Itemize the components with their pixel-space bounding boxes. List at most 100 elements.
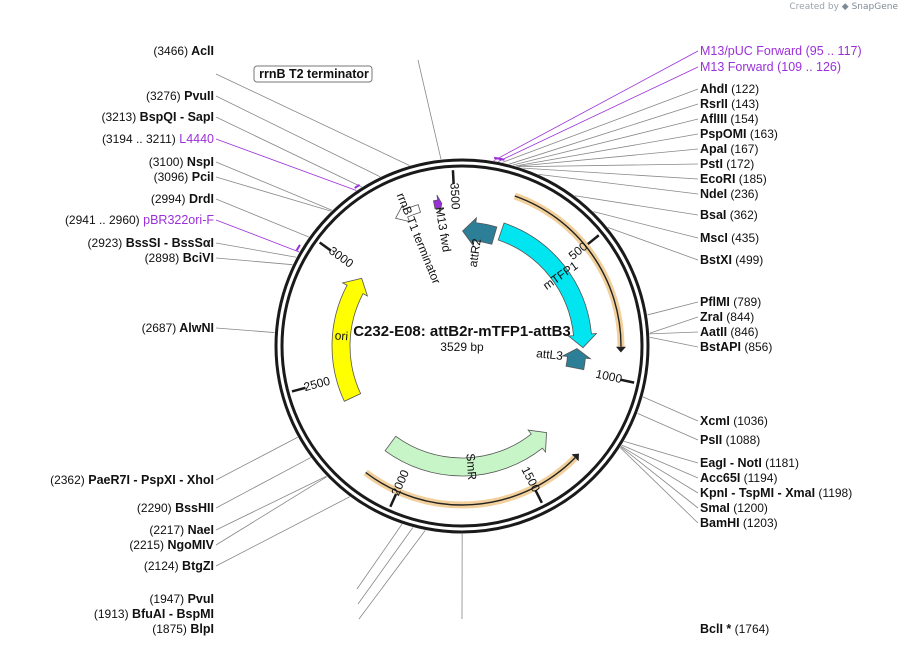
- feature-mtfp1: [497, 222, 598, 349]
- leader-line: [498, 66, 699, 162]
- orf-highlights: [363, 192, 626, 509]
- leader-line: [649, 331, 699, 335]
- site-name: BspQI: [136, 110, 176, 124]
- leader-line: [623, 440, 699, 464]
- primer-binding-mark: [354, 183, 361, 189]
- svg-text:(2687) AlwNI: (2687) AlwNI: [142, 321, 214, 335]
- site-label-paer7i: (2362) PaeR7I - PspXI - XhoI: [50, 473, 214, 487]
- svg-text:(2941 .. 2960) pBR322ori-F: (2941 .. 2960) pBR322ori-F: [65, 213, 214, 227]
- smr-orf-highlight-arrowhead-icon: [571, 453, 580, 462]
- site-position: (2362): [50, 473, 85, 487]
- site-position: (856): [741, 340, 772, 354]
- site-label-bsssi: (2923) BssSI - BssSαI: [88, 236, 214, 250]
- site-name: Acc65I: [700, 471, 740, 485]
- site-name: NspI: [183, 155, 214, 169]
- svg-text:(2215) NgoMIV: (2215) NgoMIV: [129, 538, 214, 552]
- site-position: (789): [730, 295, 761, 309]
- site-position: (2941 .. 2960): [65, 213, 140, 227]
- site-name: DrdI: [186, 192, 214, 206]
- site-position: (109 .. 126): [774, 60, 841, 74]
- site-name: SmaI: [700, 501, 730, 515]
- tick-mark: [291, 386, 306, 393]
- feature-m13-fwd: [432, 194, 443, 213]
- site-position: (122): [728, 82, 759, 96]
- svg-text:(3194 .. 3211) L4440: (3194 .. 3211) L4440: [102, 132, 214, 146]
- site-position: (1947): [149, 592, 184, 606]
- site-name: L4440: [176, 132, 214, 146]
- svg-text:M13/pUC Forward (95 .. 117): M13/pUC Forward (95 .. 117): [700, 44, 862, 58]
- snapgene-credit: Created by ◆ SnapGene: [789, 2, 898, 12]
- svg-text:AhdI (122): AhdI (122): [700, 82, 759, 96]
- site-label-acli: (3466) AclI: [153, 44, 214, 58]
- site-label-naei: (2217) NaeI: [149, 523, 214, 537]
- leader-line: [517, 148, 699, 167]
- site-name: XcmI: [700, 414, 730, 428]
- site-label-aatii: AatII (846): [700, 325, 758, 339]
- leader-line: [417, 59, 442, 160]
- svg-text:BamHI (1203): BamHI (1203): [700, 516, 778, 530]
- site-name: BstAPI: [700, 340, 741, 354]
- leader-line: [215, 161, 333, 211]
- tick-mark: [451, 170, 455, 185]
- site-position: (2923): [88, 236, 123, 250]
- svg-text:(3100) NspI: (3100) NspI: [149, 155, 214, 169]
- leader-line: [215, 242, 297, 258]
- site-label-afliii: AflIII (154): [700, 112, 758, 126]
- svg-text:MscI (435): MscI (435): [700, 231, 759, 245]
- svg-text:ZraI (844): ZraI (844): [700, 310, 754, 324]
- site-position: (2215): [129, 538, 164, 552]
- site-name: pBR322ori-F: [140, 213, 215, 227]
- leader-line: [518, 163, 699, 168]
- leader-line: [358, 530, 426, 620]
- site-position: (2217): [149, 523, 184, 537]
- tick-mark: [620, 378, 635, 384]
- svg-text:(3096) PciI: (3096) PciI: [154, 170, 214, 184]
- site-label-bfuai: (1913) BfuAI - BspMI: [94, 607, 214, 621]
- site-label-bstxi: BstXI (499): [700, 253, 763, 267]
- svg-text:RsrII (143): RsrII (143): [700, 97, 759, 111]
- feature-label-ori: ori: [334, 328, 348, 343]
- site-position: (3194 .. 3211): [102, 132, 176, 146]
- leader-line: [619, 447, 699, 524]
- site-name: BspMI: [177, 607, 215, 621]
- site-label-kpni: KpnI - TspMI - XmaI (1198): [700, 486, 852, 500]
- site-label-ngomiv: (2215) NgoMIV: [129, 538, 214, 552]
- svg-text:AatII (846): AatII (846): [700, 325, 758, 339]
- map-length: 3529 bp: [440, 340, 484, 354]
- leader-line: [620, 446, 699, 509]
- svg-text:NdeI (236): NdeI (236): [700, 187, 758, 201]
- separator: -: [726, 456, 737, 470]
- svg-text:(2217) NaeI: (2217) NaeI: [149, 523, 214, 537]
- separator: -: [176, 110, 187, 124]
- site-label-bcli: BclI * (1764): [700, 622, 769, 636]
- site-name: PspOMI: [700, 127, 747, 141]
- site-position: (167): [727, 142, 758, 156]
- svg-text:PsII (1088): PsII (1088): [700, 433, 760, 447]
- svg-text:BsaI (362): BsaI (362): [700, 208, 758, 222]
- site-label-bsai: BsaI (362): [700, 208, 758, 222]
- site-position: (154): [727, 112, 758, 126]
- site-position: (2687): [142, 321, 177, 335]
- site-label-ndei: NdeI (236): [700, 187, 758, 201]
- map-title: C232-E08: attB2r-mTFP1-attB3: [353, 323, 571, 340]
- site-label-bamhi: BamHI (1203): [700, 516, 778, 530]
- site-label-pvuii: (3276) PvuII: [146, 89, 214, 103]
- leader-line: [607, 227, 699, 261]
- site-name: BamHI: [700, 516, 740, 530]
- leader-line: [538, 173, 699, 195]
- site-label-smai: SmaI (1200): [700, 501, 768, 515]
- site-name: BclI *: [700, 622, 731, 636]
- leader-line: [649, 316, 699, 334]
- leader-line: [215, 116, 362, 188]
- site-name: NgoMIV: [164, 538, 215, 552]
- svg-text:(3213) BspQI - SapI: (3213) BspQI - SapI: [102, 110, 215, 124]
- site-position: (1198): [815, 486, 852, 500]
- site-name: M13 Forward: [700, 60, 774, 74]
- site-position: (3100): [149, 155, 184, 169]
- feature-label-m13-fwd: M13 fwd: [432, 206, 453, 253]
- site-label-l4440: (3194 .. 3211) L4440: [102, 132, 214, 146]
- site-position: (1036): [730, 414, 768, 428]
- tick-label: 3500: [447, 182, 462, 210]
- tick-label: 1000: [594, 367, 623, 386]
- site-name: BssSαI: [172, 236, 214, 250]
